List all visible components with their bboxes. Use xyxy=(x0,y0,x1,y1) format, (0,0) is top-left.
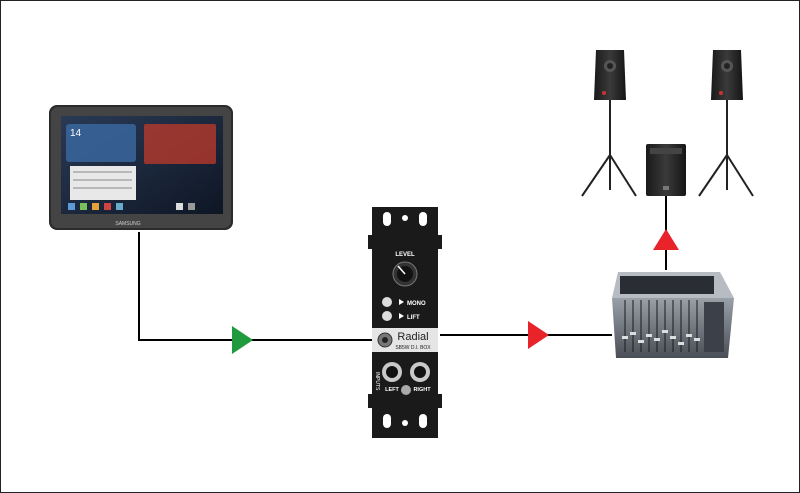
cable-tablet-to-di xyxy=(138,232,372,341)
di-level-label: LEVEL xyxy=(395,252,415,258)
di-right-label: RIGHT xyxy=(413,387,431,393)
speaker-left-icon xyxy=(581,50,637,197)
tablet-icon: 14 SAMSUNG xyxy=(49,105,233,230)
di-left-label: LEFT xyxy=(385,387,399,393)
tablet-brand: SAMSUNG xyxy=(115,221,140,227)
mixer-master-section xyxy=(704,302,724,352)
di-lift-label: LIFT xyxy=(407,315,420,321)
di-input-jack-left xyxy=(382,362,402,382)
tablet-widget-news xyxy=(70,166,136,200)
tablet-widget-photo xyxy=(144,124,216,164)
di-mono-switch xyxy=(382,297,392,307)
arrow-green-signal xyxy=(232,326,253,354)
mixer-icon xyxy=(612,272,734,358)
di-input-jack-right xyxy=(410,362,430,382)
arrow-red-signal-up xyxy=(653,229,679,250)
tablet-app-dock xyxy=(68,203,195,210)
mixer-channel-strips xyxy=(624,300,698,352)
tablet-widget-weather xyxy=(66,124,136,162)
di-brand: Radial xyxy=(397,331,428,343)
di-box-icon: LEVEL MONO LIFT Radial SB5W D.I. BOX INP… xyxy=(368,207,442,438)
di-lift-switch xyxy=(382,311,392,321)
arrow-red-signal-right xyxy=(528,321,549,349)
di-level-knob xyxy=(392,261,418,287)
subwoofer-icon xyxy=(646,144,686,196)
speaker-right-icon xyxy=(698,50,754,197)
tablet-clock: 14 xyxy=(70,128,82,139)
di-mono-label: MONO xyxy=(407,301,426,307)
di-inputs-label: INPUTS xyxy=(374,372,380,391)
di-model: SB5W D.I. BOX xyxy=(395,345,431,351)
mixer-faders xyxy=(622,330,700,345)
